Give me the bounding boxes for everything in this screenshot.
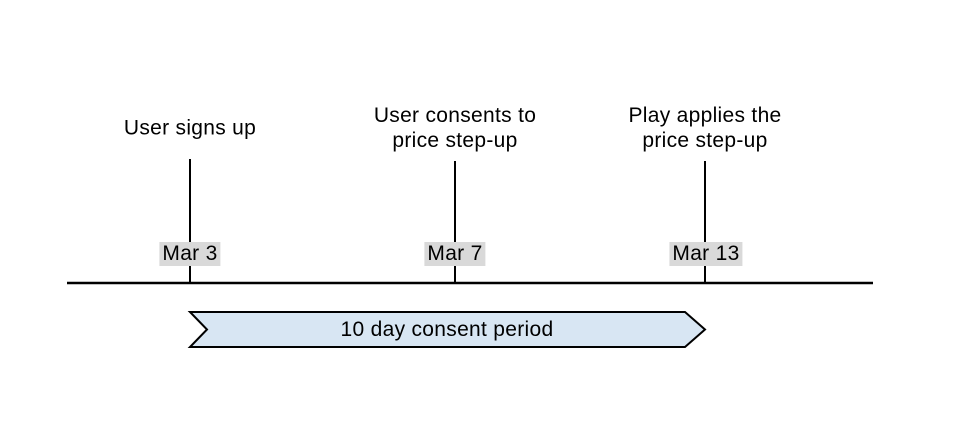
date-badge-mar7: Mar 7 (424, 242, 486, 266)
event-title-play-applies: Play applies the price step-up (628, 104, 782, 152)
consent-period-label: 10 day consent period (340, 318, 554, 341)
date-badge-mar3: Mar 3 (159, 242, 221, 266)
consent-period-ribbon (187, 311, 707, 348)
event-title-user-signs-up: User signs up (123, 116, 257, 140)
date-badge-mar13: Mar 13 (669, 242, 743, 266)
event-title-user-consents: User consents to price step-up (373, 104, 537, 152)
